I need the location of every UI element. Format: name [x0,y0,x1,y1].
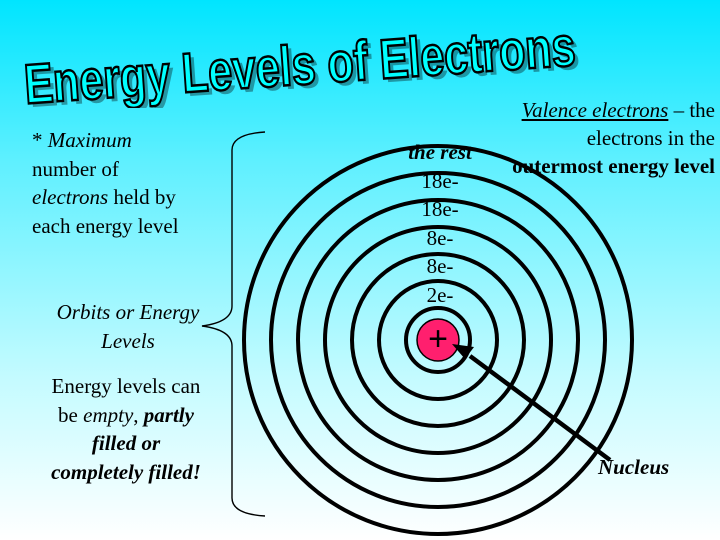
nucleus-pointer-arrowhead [452,344,474,359]
energy-ring-4 [323,225,553,455]
shell-label-8e-outer: 8e- [426,225,454,250]
max-note-rest: held by each energy level [32,185,179,238]
energy-ring-1 [404,306,472,374]
energy-ring-6 [269,171,607,509]
energy-ring-3 [350,252,526,428]
shell-capacity-labels: the rest 18e- 18e- 8e- 8e- 2e- [392,138,488,309]
max-note-maximum: Maximum [47,128,132,152]
valence-rest: the electrons in the [586,98,715,150]
valence-dash: – [668,98,690,122]
shell-label-8e-inner: 8e- [426,254,454,278]
nucleus-label: Nucleus [598,455,670,479]
energy-ring-7 [242,144,634,536]
energy-note-lead: Energy levels can be [51,374,201,427]
energy-levels-note: Energy levels can be empty, partly fille… [48,372,204,486]
nucleus [416,318,460,362]
max-note-electrons: electrons [32,185,109,209]
energy-ring-2 [377,279,499,401]
valence-term: Valence electrons [521,98,669,122]
valence-bold: outermost energy level [512,154,715,178]
shell-label-2e: 2e- [426,282,454,307]
max-note-asterisk: * [32,128,48,152]
orbits-label: Orbits or Energy Levels [56,300,200,353]
shell-label-18e-outer: 18e- [421,168,459,193]
max-note-number-of: number of [32,156,119,181]
energy-note-rest: partly filled or completely filled! [51,402,201,484]
page-title: Energy Levels of Electrons Energy Levels… [21,13,582,108]
valence-electrons-note: Valence electrons – the electrons in the… [505,96,715,180]
energy-ring-5 [296,198,580,482]
nucleus-pointer-line [468,354,612,462]
energy-note-empty: empty [83,402,134,427]
left-brace [201,131,266,517]
shell-label-18e-inner: 18e- [421,197,459,221]
shell-label-rest: the rest [408,140,472,164]
energy-note-comma: , [133,402,144,427]
maximum-electrons-note: * Maximum number of electrons held by ea… [32,126,182,240]
nucleus-symbol: + [428,320,448,358]
